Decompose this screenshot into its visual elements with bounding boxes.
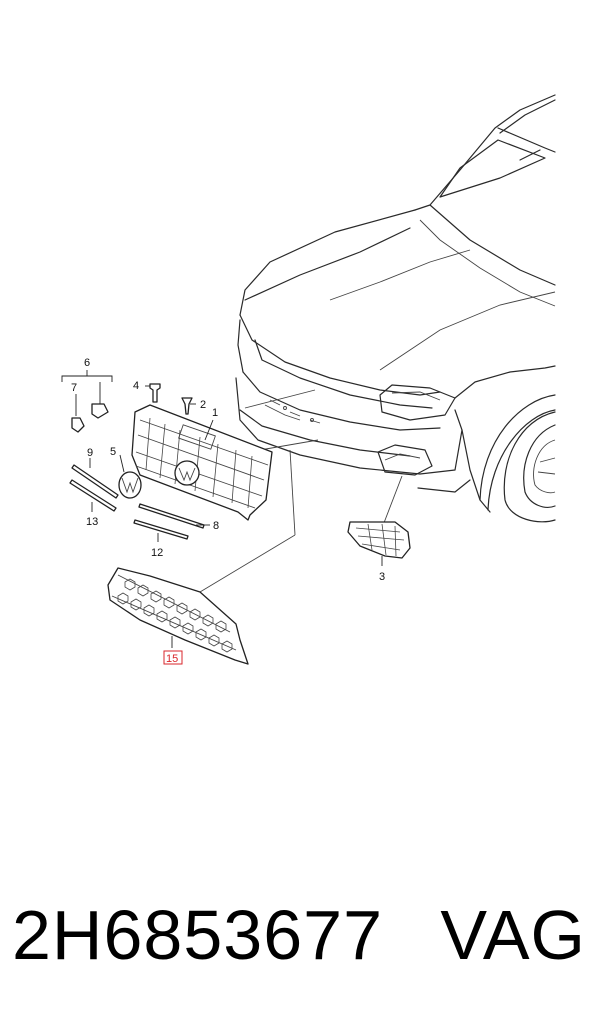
vehicle-outline [235, 94, 556, 523]
callout-9: 9 [87, 447, 93, 459]
fog-light-grille-part [347, 521, 411, 559]
fasteners [71, 383, 193, 433]
upper-grille-part [131, 404, 273, 521]
lower-honeycomb-grille-part [107, 567, 249, 665]
trim-strips [69, 464, 205, 540]
part-number: 2H6853677 [12, 896, 383, 974]
leader-lines [61, 370, 383, 648]
callout-4: 4 [133, 380, 139, 392]
callouts: 1 2 3 4 5 6 7 8 9 12 13 15 [71, 357, 385, 665]
emblem-part [118, 471, 142, 499]
callout-13: 13 [86, 516, 98, 528]
exploded-parts-diagram: 1 2 3 4 5 6 7 8 9 12 13 15 [61, 94, 556, 665]
callout-12: 12 [151, 547, 163, 559]
callout-3: 3 [379, 571, 385, 583]
callout-7: 7 [71, 382, 77, 394]
callout-1: 1 [212, 407, 218, 419]
callout-15: 15 [166, 653, 178, 665]
assembly-lines [189, 389, 403, 599]
brand-label: VAG [440, 896, 586, 974]
callout-8: 8 [213, 520, 219, 532]
callout-2: 2 [200, 399, 206, 411]
footer: 2H6853677 VAG [0, 880, 600, 990]
callout-15-highlight-box [163, 650, 183, 665]
callout-5: 5 [110, 446, 116, 458]
callout-6: 6 [84, 357, 90, 369]
